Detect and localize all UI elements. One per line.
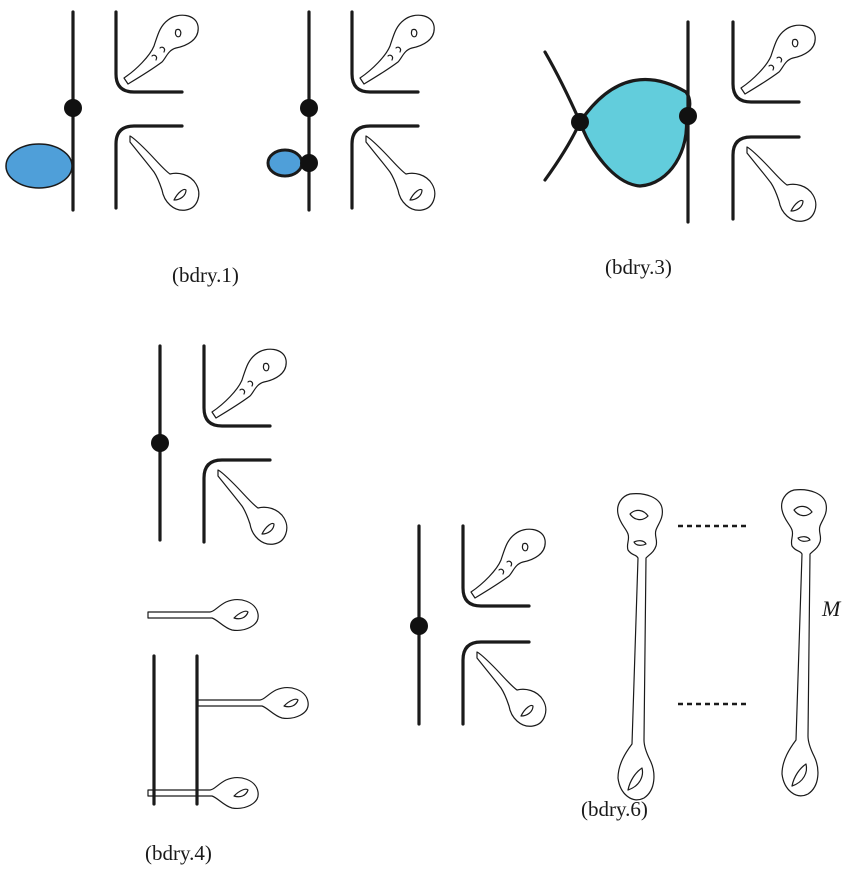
- marked-point: [571, 113, 589, 131]
- caption-bdry6: (bdry.6): [581, 797, 648, 821]
- top-handle-surface: [461, 524, 547, 608]
- strand-horizontal-bottom: [147, 777, 259, 809]
- strand-horizontal-top: [147, 599, 259, 631]
- panel-bdry1-right: [266, 10, 437, 212]
- top-handle-surface: [202, 344, 288, 428]
- strand-horizontal-middle: [197, 687, 309, 719]
- marked-point: [151, 434, 169, 452]
- marked-point: [300, 154, 318, 172]
- bottom-handle-surface: [114, 124, 201, 212]
- marked-point: [64, 99, 82, 117]
- blue-disk: [5, 143, 73, 189]
- top-handle-surface: [731, 20, 817, 104]
- small-blue-disk: [266, 148, 304, 178]
- panel-bdry3: [543, 20, 818, 224]
- long-strand-right: [781, 489, 828, 797]
- bottom-handle-surface: [202, 458, 289, 546]
- marked-point: [300, 99, 318, 117]
- bottom-handle-surface: [350, 124, 437, 212]
- marked-point: [410, 617, 428, 635]
- cyan-lens-region: [578, 77, 692, 188]
- long-strand-left: [617, 493, 664, 801]
- panel-bdry6: M: [410, 489, 842, 801]
- caption-bdry3: (bdry.3): [605, 255, 672, 279]
- panel-bdry4: [147, 344, 309, 809]
- top-handle-surface: [350, 10, 436, 94]
- bottom-handle-surface: [731, 135, 818, 223]
- caption-bdry1: (bdry.1): [172, 263, 239, 287]
- caption-bdry4: (bdry.4): [145, 841, 212, 865]
- label-m: M: [821, 596, 842, 621]
- panel-bdry1-left: [5, 10, 201, 212]
- marked-point: [679, 107, 697, 125]
- top-handle-surface: [114, 10, 200, 94]
- bottom-handle-surface: [461, 640, 548, 728]
